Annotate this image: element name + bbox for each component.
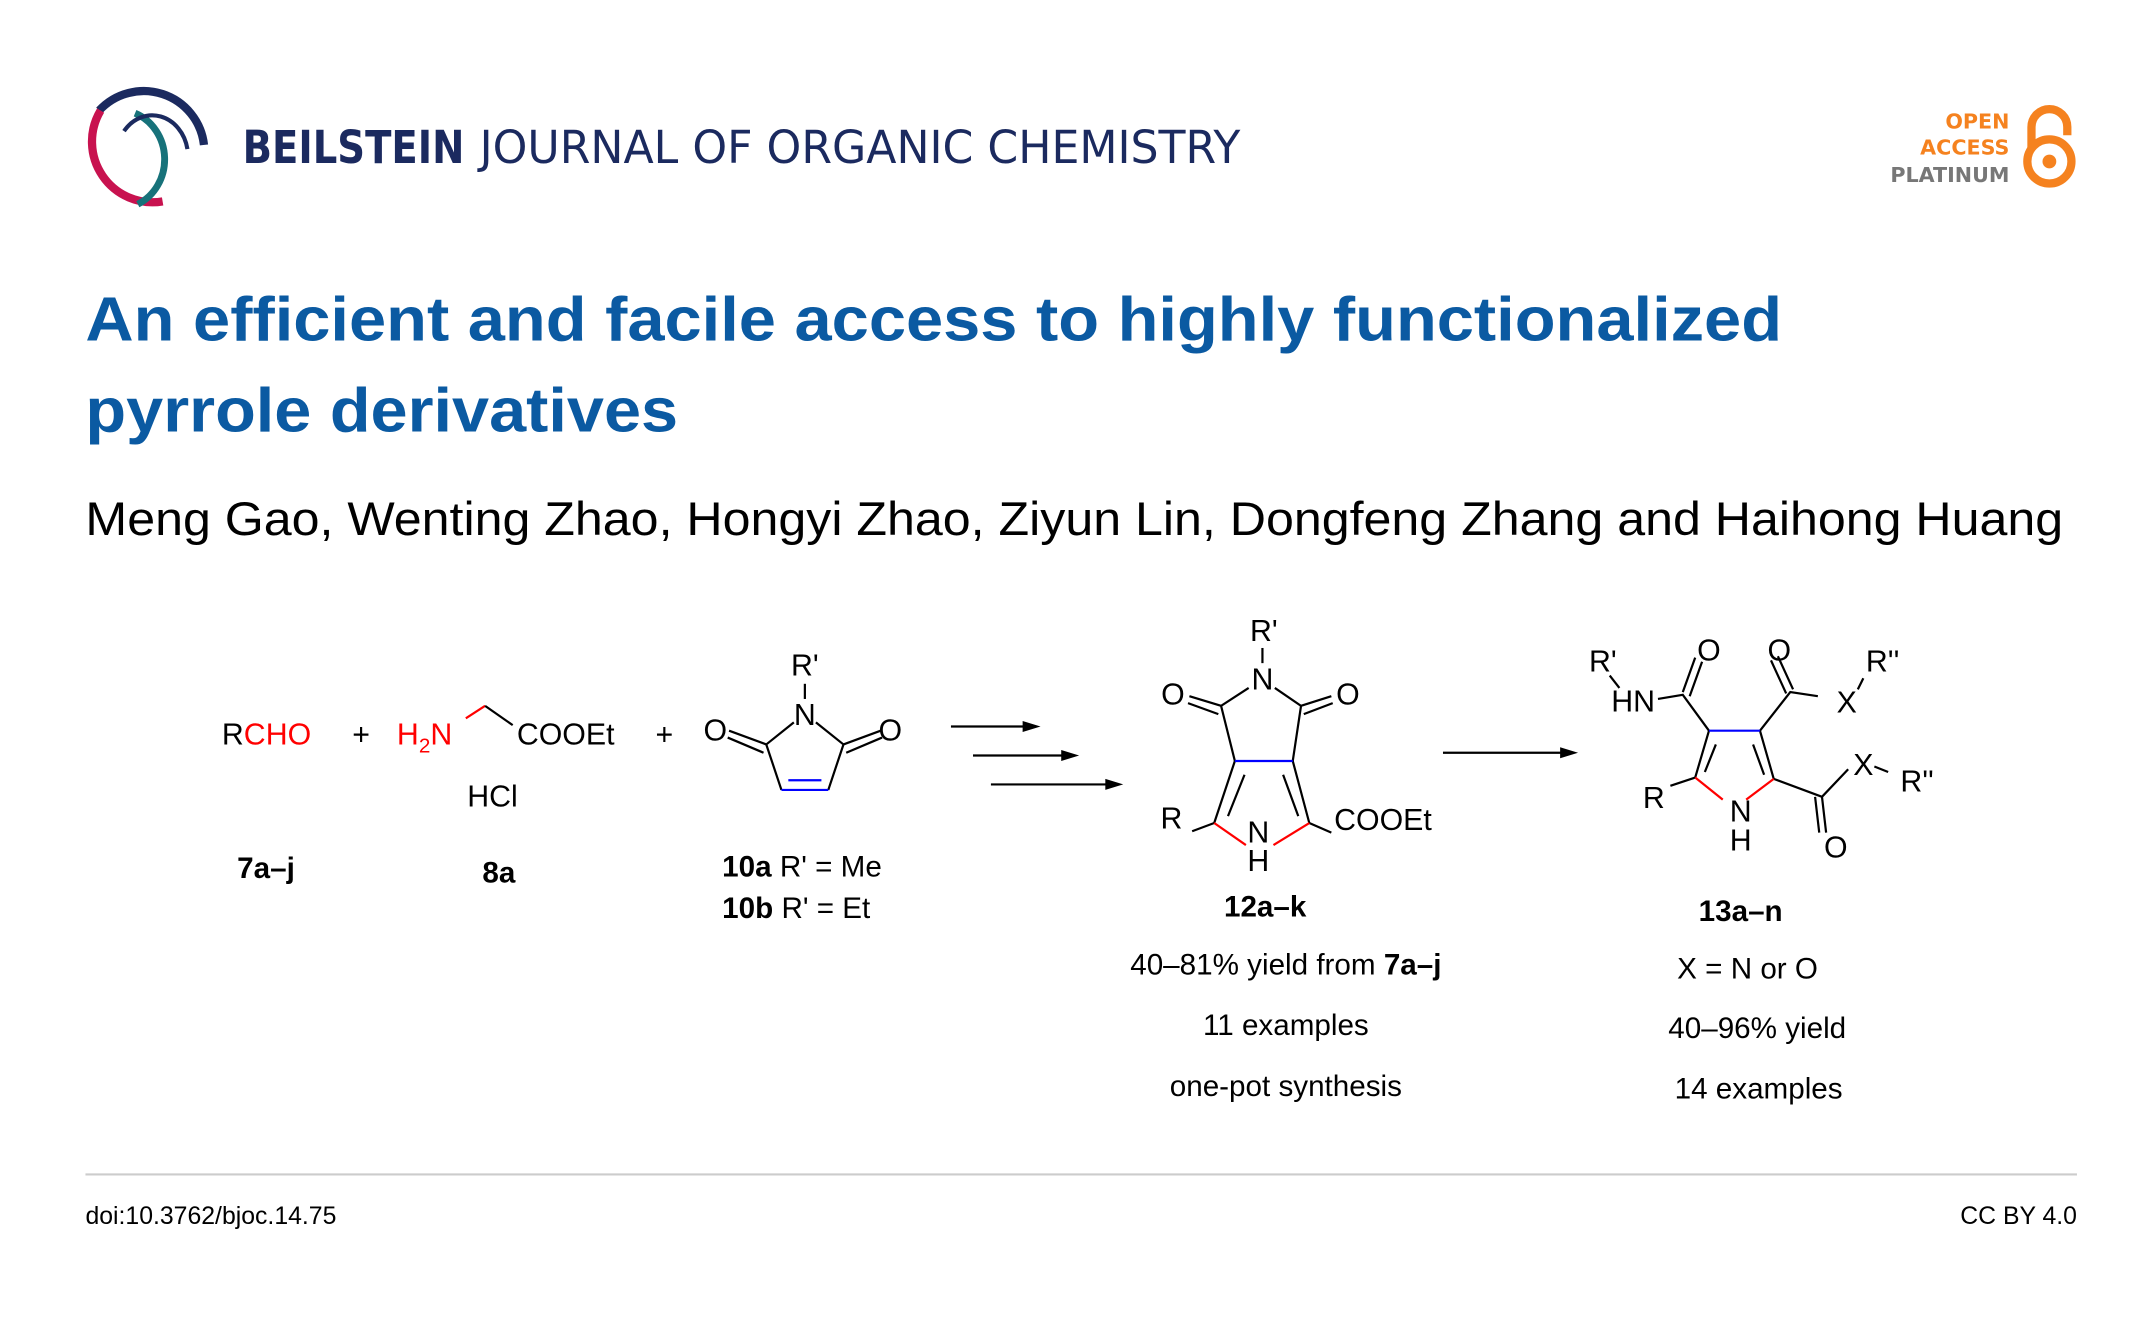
- svg-text:O: O: [1161, 678, 1185, 711]
- svg-text:R: R: [1643, 782, 1665, 815]
- svg-text:O: O: [1824, 831, 1848, 864]
- svg-text:X: X: [1837, 687, 1857, 720]
- svg-text:H: H: [1730, 825, 1752, 858]
- article-title-line2: pyrrole derivatives: [85, 377, 678, 446]
- svg-text:R'': R'': [1866, 645, 1899, 678]
- reagent-glycine-amine: H2N: [397, 718, 452, 757]
- svg-text:N: N: [1251, 663, 1273, 696]
- svg-text:COOEt: COOEt: [1334, 804, 1432, 837]
- examples-13: 14 examples: [1675, 1073, 1843, 1106]
- badge-platinum: PLATINUM: [1890, 163, 2009, 187]
- svg-text:O: O: [1336, 678, 1360, 711]
- svg-text:HN: HN: [1611, 685, 1655, 718]
- label-13: 13a–n: [1699, 895, 1783, 928]
- journal-name-rest: JOURNAL OF ORGANIC CHEMISTRY: [477, 121, 1241, 174]
- label-7: 7a–j: [237, 852, 295, 885]
- svg-text:O: O: [1767, 634, 1791, 667]
- license-label[interactable]: CC BY 4.0: [1960, 1203, 2077, 1230]
- badge-open: OPEN: [1945, 109, 2009, 133]
- maleimide-o-left: O: [703, 714, 727, 747]
- doi-link[interactable]: doi:10.3762/bjoc.14.75: [85, 1203, 336, 1230]
- svg-text:R'': R'': [1900, 765, 1933, 798]
- reagent-aldehyde: RCHO: [222, 718, 311, 751]
- svg-text:N: N: [1247, 816, 1269, 849]
- yield-13: 40–96% yield: [1668, 1012, 1846, 1045]
- product-12-structure: R' N O O R N H COOEt: [1161, 615, 1433, 878]
- yield-12: 40–81% yield from 7a–j: [1130, 949, 1441, 982]
- svg-text:O: O: [1697, 634, 1721, 667]
- maleimide-n: N: [794, 699, 816, 732]
- reagent-salt: HCl: [467, 780, 518, 813]
- journal-name-bold: BEILSTEIN: [243, 121, 465, 174]
- svg-text:R: R: [1161, 803, 1183, 836]
- open-access-badge: OPEN ACCESS PLATINUM: [1890, 104, 2076, 188]
- plus-sign: +: [655, 718, 673, 751]
- badge-access: ACCESS: [1920, 136, 2009, 160]
- svg-text:R': R': [1589, 645, 1617, 678]
- reaction-arrows: [950, 721, 1579, 790]
- beilstein-logo-icon: [87, 86, 209, 208]
- label-12: 12a–k: [1224, 891, 1307, 924]
- open-lock-icon: [2023, 104, 2076, 188]
- label-8: 8a: [482, 856, 515, 889]
- reaction-scheme: RCHO + H2N COOEt HCl + R' N O O 7a–j 8a …: [222, 615, 1934, 1106]
- examples-12: 11 examples: [1203, 1009, 1369, 1042]
- svg-text:R': R': [1250, 615, 1278, 648]
- product-13-structure: R' HN O O X R'' R N H X R'' O: [1589, 634, 1934, 864]
- maleimide-r-prime: R': [791, 650, 819, 683]
- maleimide-o-right: O: [879, 714, 903, 747]
- svg-text:H: H: [1247, 845, 1269, 878]
- svg-text:BEILSTEIN JOURNAL OF ORGAN: BEILSTEIN JOURNAL OF ORGANIC CHEMISTRY: [243, 121, 1241, 174]
- note-12: one-pot synthesis: [1170, 1070, 1402, 1103]
- svg-text:N: N: [1730, 796, 1752, 829]
- reagent-glycine-ester: COOEt: [517, 718, 615, 751]
- label-10a: 10a R' = Me: [722, 851, 882, 884]
- x-definition-13: X = N or O: [1677, 953, 1818, 986]
- article-authors: Meng Gao, Wenting Zhao, Hongyi Zhao, Ziy…: [85, 493, 2063, 545]
- svg-text:X: X: [1853, 749, 1873, 782]
- label-10b: 10b R' = Et: [722, 892, 871, 925]
- article-title-line1: An efficient and facile access to highly…: [85, 286, 1782, 355]
- plus-sign: +: [352, 718, 370, 751]
